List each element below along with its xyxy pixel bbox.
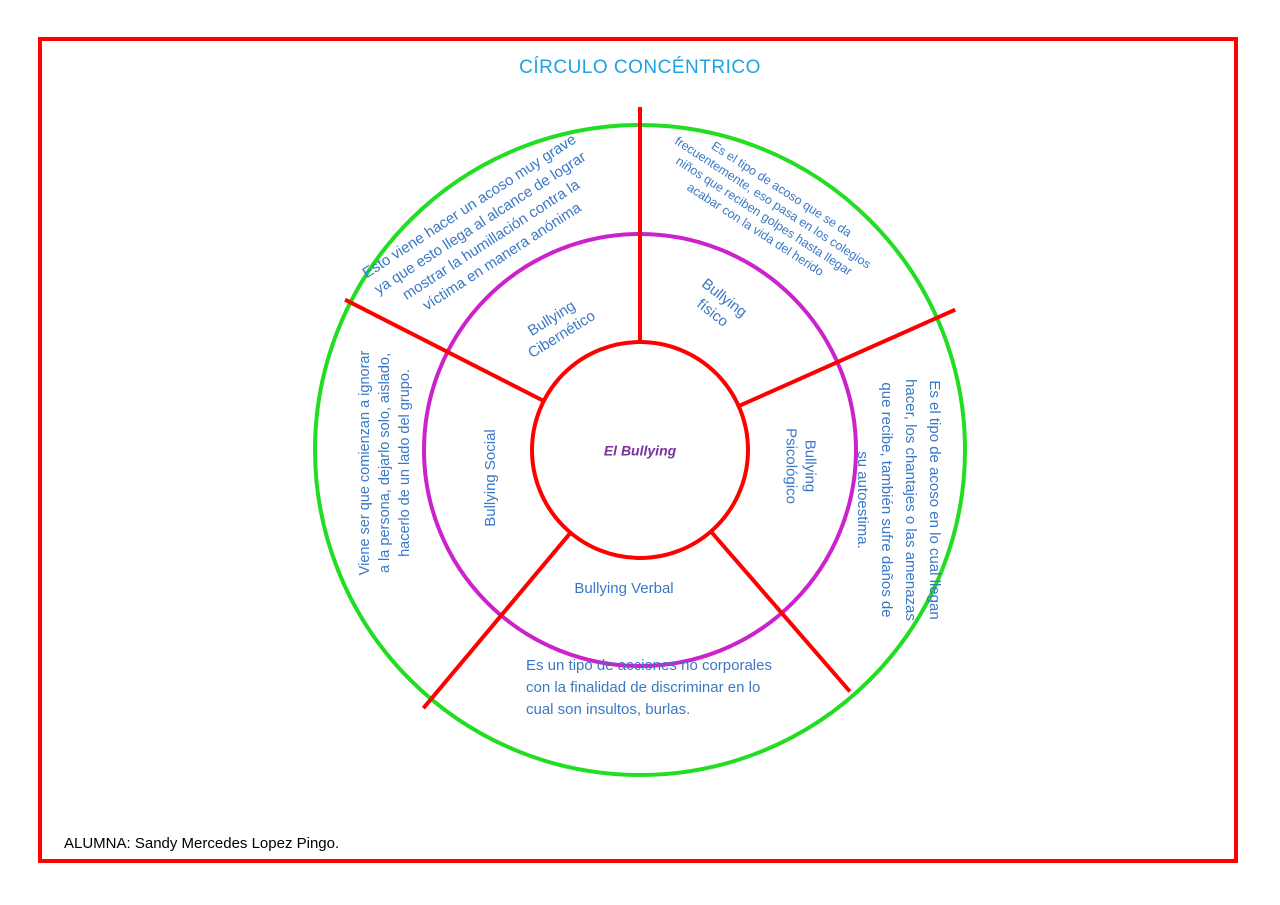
segment-name-psicologico-line: Bullying	[802, 440, 819, 493]
segment-name-verbal-line: Bullying Verbal	[574, 580, 673, 597]
divider-line	[709, 530, 852, 693]
segment-description-psicologico-line: su autoestima.	[854, 451, 871, 549]
segment-description-psicologico-line: Es el tipo de acoso en lo cual llegan	[926, 380, 943, 619]
segment-name-psicologico-line: Psicológico	[783, 428, 800, 504]
center-label: El Bullying	[604, 443, 677, 459]
segment-name-social: Bullying Social	[482, 429, 499, 527]
segment-dividers	[344, 107, 957, 710]
segment-description-social-line: Viene ser que comienzan a ignorar	[357, 351, 373, 576]
segment-description-verbal: Es un tipo de acciones no corporales con …	[526, 657, 772, 718]
segment-description-fisico: Es el tipo de acoso que se dafrecuenteme…	[672, 134, 873, 279]
segment-description-social-line: a la persona, dejarlo solo, aislado,	[377, 353, 393, 573]
page-frame	[38, 37, 1238, 863]
segment-name-verbal: Bullying Verbal	[574, 580, 673, 597]
segment-description-social-line: hacerlo de un lado del grupo.	[397, 369, 413, 557]
segment-description-psicologico-line: hacer, los chantajes o las amenazas	[902, 379, 919, 621]
segment-description-verbal-line: con la finalidad de discriminar en lo	[526, 679, 760, 696]
page-title: CÍRCULO CONCÉNTRICO	[519, 57, 761, 78]
divider-line	[344, 297, 545, 403]
segment-name-social-line: Bullying Social	[482, 429, 499, 527]
segment-description-psicologico: Es el tipo de acoso en lo cual llegan hac…	[854, 379, 943, 621]
segment-description-psicologico-line: que recibe, también sufre daños de	[878, 382, 895, 617]
divider-line	[737, 307, 957, 408]
student-name: ALUMNA: Sandy Mercedes Lopez Pingo.	[64, 835, 340, 852]
divider-line	[421, 531, 573, 710]
segment-description-verbal-line: Es un tipo de acciones no corporales	[526, 657, 772, 674]
segment-description-verbal-line: cual son insultos, burlas.	[526, 701, 690, 718]
